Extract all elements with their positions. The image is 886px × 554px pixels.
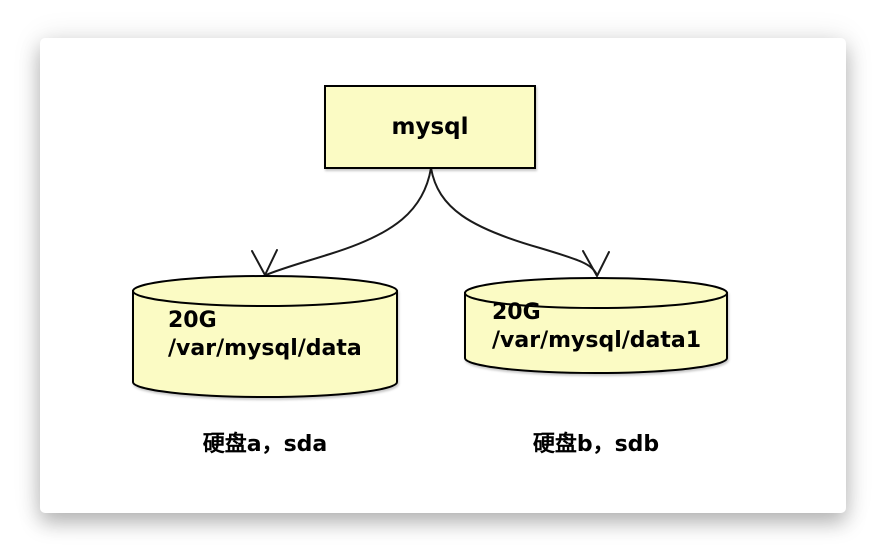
disk-b-text: 20G /var/mysql/data1 — [492, 299, 701, 355]
disk-a-cylinder — [132, 275, 398, 398]
disk-b-cylinder-body — [464, 292, 728, 374]
disk-a-text: 20G /var/mysql/data — [168, 307, 362, 363]
mysql-node — [324, 85, 536, 169]
connector-mysql-to-disk-b — [430, 167, 610, 277]
disk-b-cylinder — [464, 277, 728, 374]
disk-a-caption: 硬盘a，sda — [202, 432, 328, 457]
mysql-node-shape — [324, 85, 536, 169]
diagram-shapes — [132, 85, 728, 398]
disk-a-cylinder-body — [132, 290, 398, 398]
connector-curve-right — [430, 167, 598, 276]
disk-b-mount-path: /var/mysql/data1 — [492, 328, 702, 353]
connector-mysql-to-disk-a — [251, 167, 432, 276]
disk-b-capacity: 20G — [492, 300, 541, 325]
disk-a-capacity: 20G — [168, 308, 217, 333]
arrowhead-right-icon — [582, 250, 610, 277]
diagram-canvas: mysql 20G /var/mysql/data 20G /var/mysql… — [40, 38, 846, 513]
disk-b-cylinder-top — [464, 277, 728, 309]
connector-curve-left — [265, 167, 432, 276]
mysql-node-label: mysql — [391, 114, 469, 140]
disk-a-cylinder-top — [132, 275, 398, 307]
disk-b-caption: 硬盘b，sdb — [532, 432, 660, 457]
disk-a-mount-path: /var/mysql/data — [168, 336, 362, 361]
